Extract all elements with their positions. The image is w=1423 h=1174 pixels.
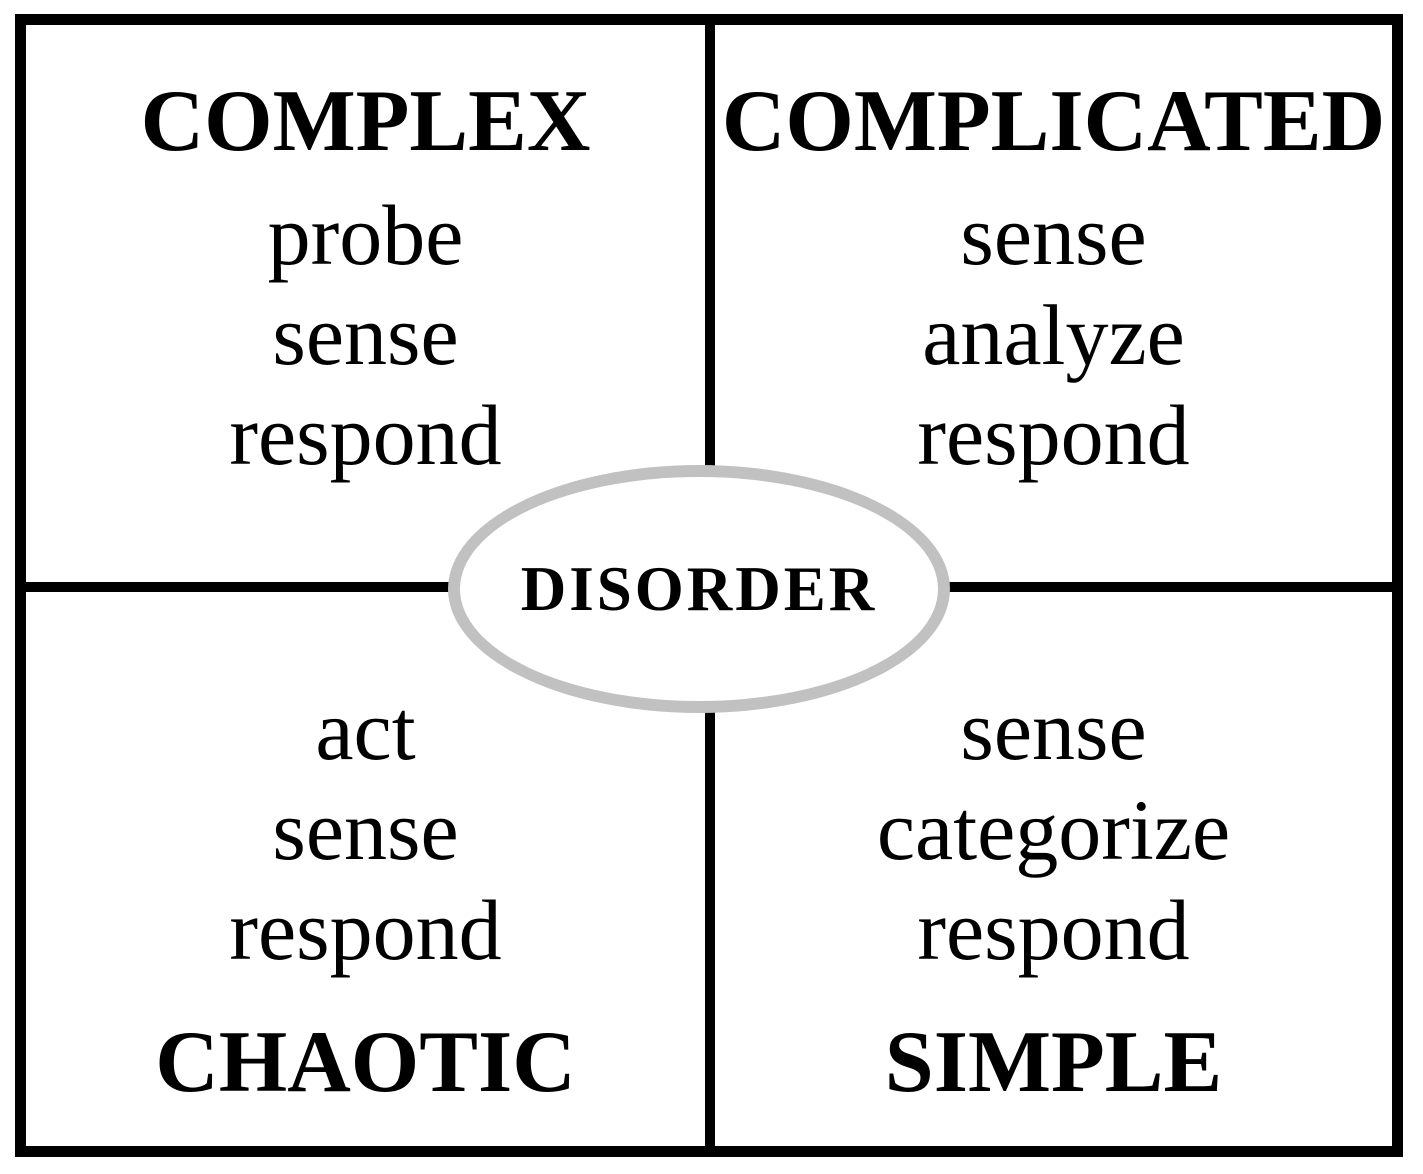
chaotic-action-sense: sense [272, 782, 459, 878]
quadrant-title-complicated: COMPLICATED [721, 73, 1386, 170]
quadrant-title-complex: COMPLEX [140, 73, 591, 170]
quadrant-title-simple: SIMPLE [884, 1014, 1223, 1111]
complex-action-sense: sense [272, 287, 459, 383]
complicated-action-respond: respond [917, 387, 1190, 483]
chaotic-action-act: act [315, 682, 416, 778]
disorder-ellipse: DISORDER [448, 465, 950, 713]
simple-action-categorize: categorize [876, 782, 1231, 878]
quadrant-title-chaotic: CHAOTIC [155, 1014, 576, 1111]
chaotic-action-respond: respond [229, 882, 502, 978]
complicated-action-analyze: analyze [922, 287, 1185, 383]
complex-action-respond: respond [229, 387, 502, 483]
complicated-action-sense: sense [960, 187, 1147, 283]
disorder-label: DISORDER [520, 553, 878, 624]
complex-action-probe: probe [267, 187, 464, 283]
simple-action-respond: respond [917, 882, 1190, 978]
simple-action-sense: sense [960, 682, 1147, 778]
